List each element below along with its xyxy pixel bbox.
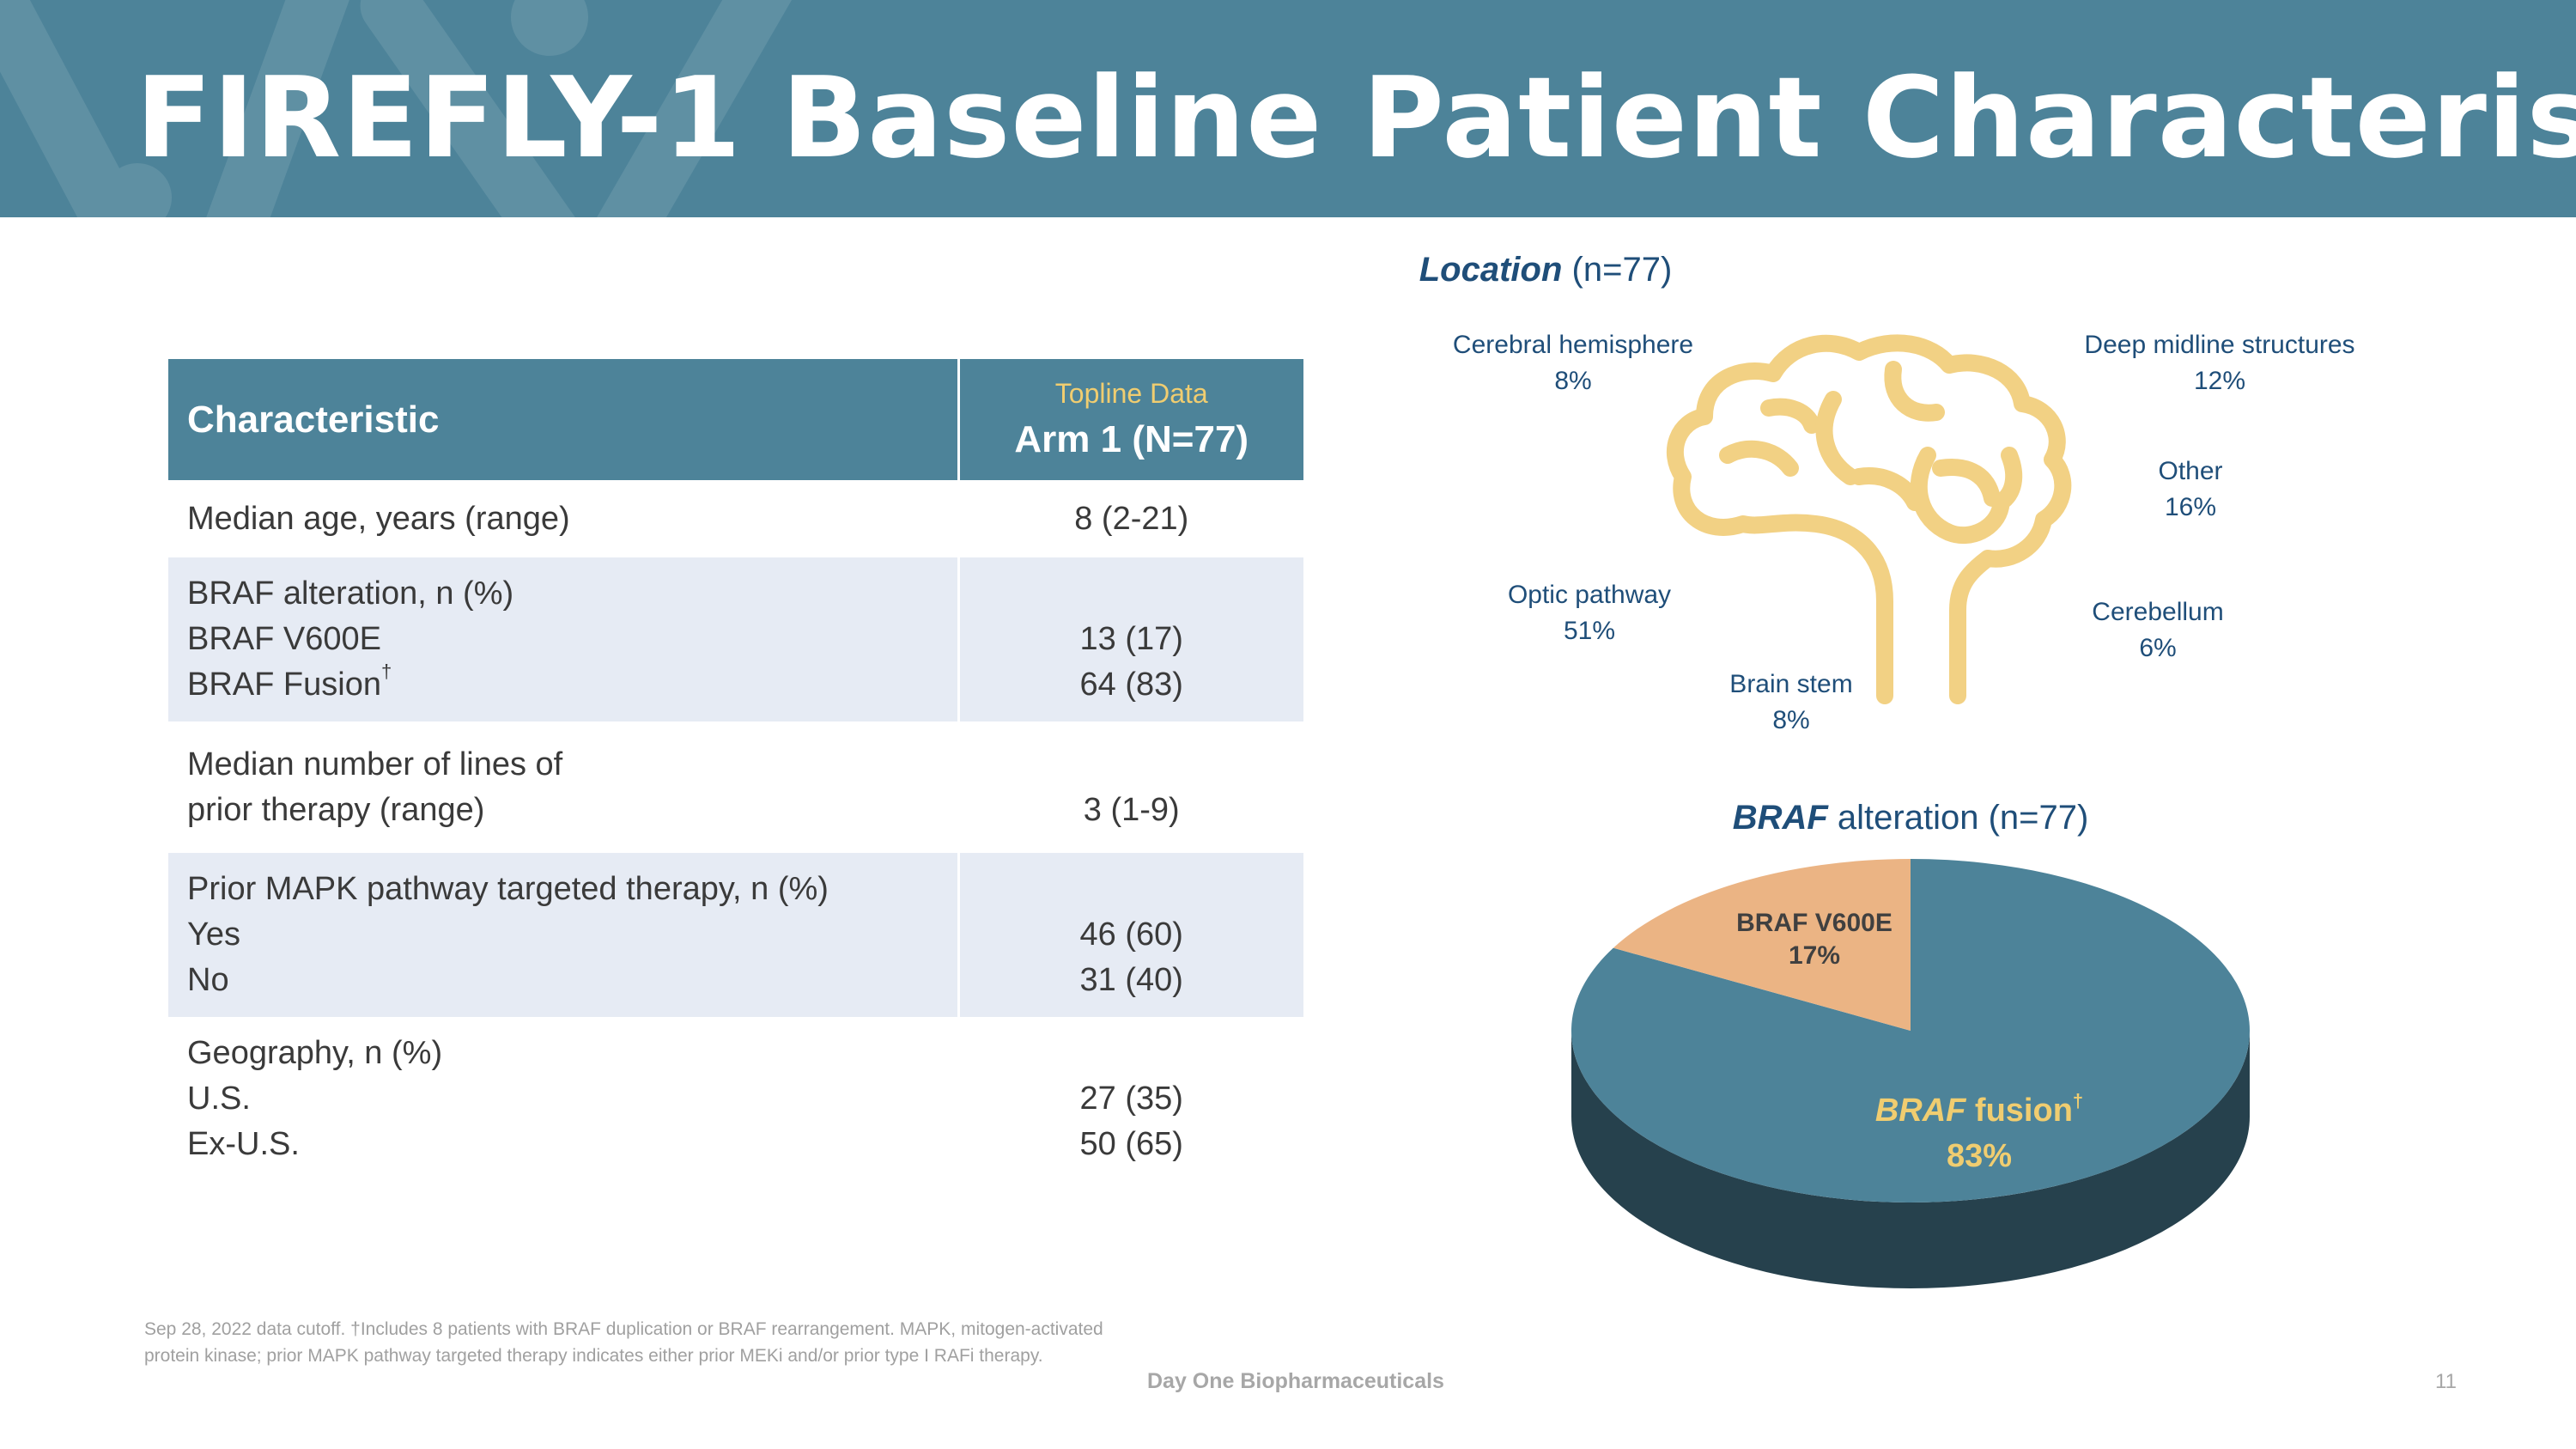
row-value: 8 (2-21) [1074, 500, 1189, 537]
location-pct: 8% [1554, 367, 1592, 395]
row-value: 13 (17) [1079, 621, 1183, 657]
location-label-deep-midline: Deep midline structures 12% [2084, 327, 2354, 399]
location-label-optic-pathway: Optic pathway 51% [1508, 577, 1671, 649]
table-header-row: Characteristic Topline Data Arm 1 (N=77) [168, 359, 1303, 480]
row-value: 31 (40) [1079, 962, 1183, 998]
location-pct: 6% [2139, 634, 2177, 662]
table-row: Prior MAPK pathway targeted therapy, n (… [168, 853, 1303, 1017]
row-label-cell: Geography, n (%) U.S. Ex-U.S. [168, 1017, 958, 1181]
location-title: Location (n=77) [1202, 251, 1889, 289]
company-name: Day One Biopharmaceuticals [1147, 1369, 1444, 1393]
location-title-rest: (n=77) [1562, 251, 1673, 289]
pie-slices [1571, 859, 2250, 1202]
row-value-cell: 46 (60) 31 (40) [957, 853, 1304, 1017]
pie-slice-braf-v600e [1613, 859, 1911, 1031]
location-pct: 12% [2193, 367, 2246, 395]
row-label-cell: Median number of lines of prior therapy … [168, 721, 958, 853]
row-label-cell: BRAF alteration, n (%) BRAF V600E BRAF F… [168, 557, 958, 721]
location-name: Optic pathway [1507, 581, 1672, 609]
location-label-cerebellum: Cerebellum 6% [2092, 594, 2223, 667]
location-label-brain-stem: Brain stem 8% [1729, 667, 1852, 739]
table-row: Median number of lines of prior therapy … [168, 721, 1303, 853]
row-value [960, 867, 1304, 912]
row-value [960, 742, 1304, 788]
table-row: Median age, years (range) 8 (2-21) [168, 480, 1303, 557]
row-label: Ex-U.S. [187, 1126, 300, 1162]
row-label-cell: Prior MAPK pathway targeted therapy, n (… [168, 853, 958, 1017]
fusion-label-rest: fusion [1965, 1093, 2073, 1129]
location-name: Cerebellum [2092, 598, 2224, 626]
row-label: BRAF V600E [187, 621, 381, 657]
row-label: Yes [187, 916, 240, 953]
row-value-cell: 27 (35) 50 (65) [957, 1017, 1304, 1181]
row-value [960, 571, 1304, 617]
location-name: Deep midline structures [2084, 331, 2355, 359]
row-value [960, 1031, 1304, 1076]
braf-title-em: BRAF [1732, 799, 1828, 837]
footnote: Sep 28, 2022 data cutoff. †Includes 8 pa… [144, 1319, 1103, 1366]
column-header-characteristic: Characteristic [168, 359, 958, 480]
location-pct: 51% [1563, 617, 1616, 645]
row-value: 64 (83) [1079, 667, 1183, 703]
row-label: Median number of lines of [187, 746, 563, 782]
table-row: Geography, n (%) U.S. Ex-U.S. 27 (35) 50… [168, 1017, 1303, 1181]
row-value: 27 (35) [1079, 1081, 1183, 1117]
location-pct: 16% [2164, 493, 2217, 521]
v600e-pct: 17% [1789, 941, 1840, 970]
row-value: 3 (1-9) [1083, 791, 1180, 828]
location-label-cerebral-hemisphere: Cerebral hemisphere 8% [1453, 327, 1693, 399]
row-label: Median age, years (range) [187, 500, 570, 537]
row-label: prior therapy (range) [187, 791, 485, 828]
location-label-other: Other 16% [2158, 454, 2222, 526]
page-number: 11 [2435, 1370, 2457, 1393]
location-name: Brain stem [1729, 670, 1853, 698]
row-label: BRAF alteration, n (%) [187, 575, 514, 612]
fusion-label: BRAF fusion† [1875, 1090, 2083, 1129]
v600e-label: BRAF V600E [1736, 909, 1893, 937]
column-header-arm: Topline Data Arm 1 (N=77) [957, 359, 1303, 480]
fusion-pct: 83% [1947, 1138, 2012, 1174]
fusion-dagger: † [2073, 1090, 2083, 1111]
v600e-data-label: BRAF V600E 17% [1736, 909, 1893, 970]
row-value-cell: 13 (17) 64 (83) [957, 557, 1304, 721]
location-pct: 8% [1772, 706, 1810, 734]
braf-pie-chart: BRAF V600E 17% BRAF fusion† 83% [1571, 859, 2250, 1288]
row-value: 46 (60) [1079, 916, 1183, 953]
row-label: Prior MAPK pathway targeted therapy, n (… [187, 871, 829, 907]
topline-label: Topline Data [1054, 378, 1208, 409]
braf-chart-title: BRAF alteration (n=77) [1733, 799, 2089, 837]
brain-icon [1667, 334, 2072, 704]
row-value-cell: 8 (2-21) [957, 480, 1303, 557]
decorative-pattern [0, 0, 801, 217]
location-name: Cerebral hemisphere [1452, 331, 1694, 359]
header-banner: FIREFLY-1 Baseline Patient Characteristi… [0, 0, 2576, 217]
characteristics-table: Characteristic Topline Data Arm 1 (N=77)… [168, 359, 1303, 1181]
table-row: BRAF alteration, n (%) BRAF V600E BRAF F… [168, 557, 1303, 721]
row-label: Geography, n (%) [187, 1035, 443, 1071]
row-label: No [187, 962, 229, 998]
pie-side-wall [1571, 1031, 2250, 1288]
dagger-mark: † [380, 661, 392, 682]
fusion-label-em: BRAF [1875, 1093, 1967, 1129]
row-label: BRAF Fusion [187, 667, 381, 703]
braf-title-rest: alteration (n=77) [1827, 799, 2089, 837]
location-name: Other [2158, 457, 2223, 485]
row-value-cell: 3 (1-9) [957, 721, 1304, 853]
location-title-em: Location [1419, 251, 1563, 289]
arm-label: Arm 1 (N=77) [1014, 418, 1249, 460]
fusion-data-label: BRAF fusion† 83% [1875, 1090, 2083, 1174]
row-label-fusion: BRAF Fusion† [187, 662, 957, 708]
row-label: U.S. [187, 1081, 251, 1117]
page-title: FIREFLY-1 Baseline Patient Characteristi… [136, 52, 2576, 183]
row-value: 50 (65) [1079, 1126, 1183, 1162]
row-label-cell: Median age, years (range) [168, 480, 958, 557]
